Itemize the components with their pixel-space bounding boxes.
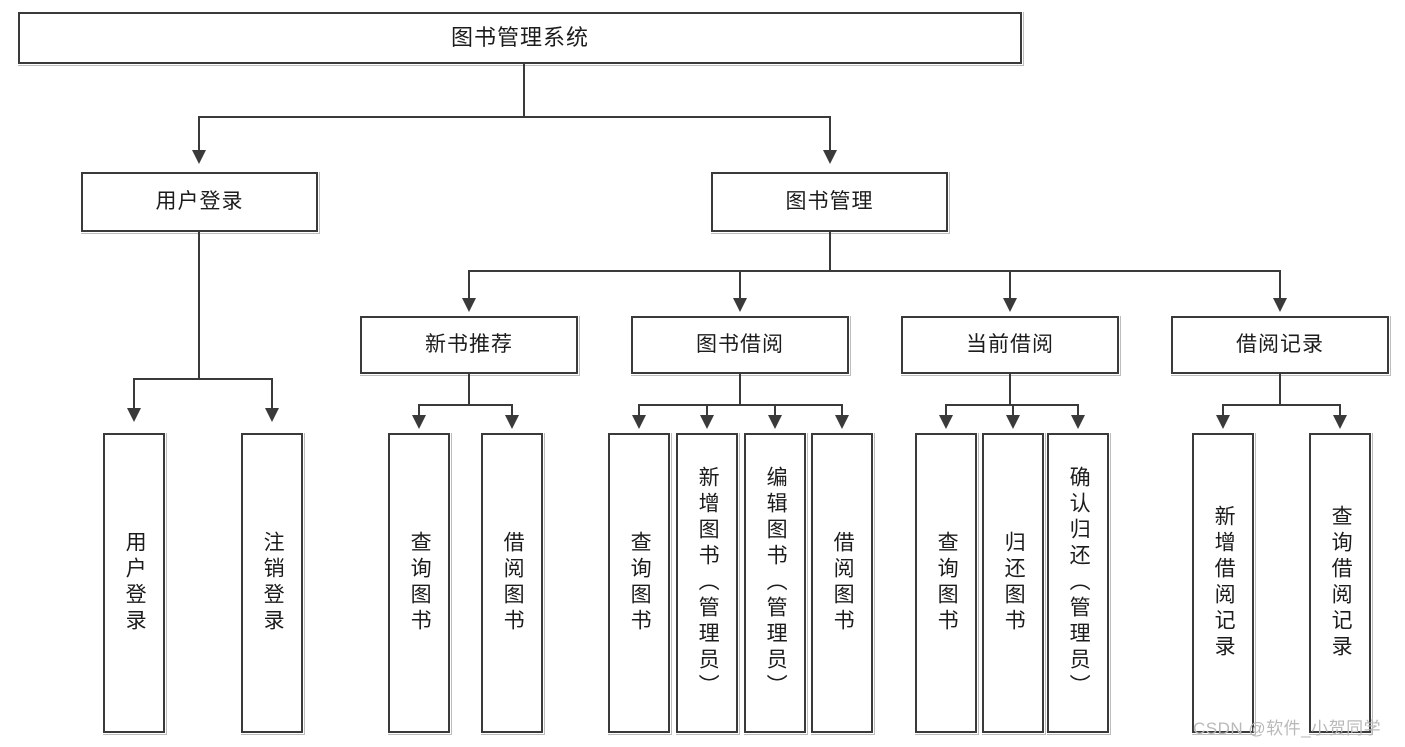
leaf-add-book-admin[interactable]: 新增图书（管理员） <box>676 433 738 733</box>
arrowhead-to-book-borrow <box>733 298 747 312</box>
node-label: 归还图书 <box>1002 531 1026 635</box>
connector-new-book-bar <box>418 404 512 406</box>
node-user-login[interactable]: 用户登录 <box>81 172 318 232</box>
leaf-query-book-borrow[interactable]: 查询图书 <box>608 433 670 733</box>
leaf-borrow-book-recommend[interactable]: 借阅图书 <box>481 433 543 733</box>
arrowhead-to-borrow-record <box>1273 298 1287 312</box>
connector-book-borrow-drop-2 <box>706 404 708 416</box>
leaf-query-book-recommend[interactable]: 查询图书 <box>388 433 450 733</box>
node-borrow-record[interactable]: 借阅记录 <box>1171 316 1389 374</box>
connector-borrow-record-drop-1 <box>1222 404 1224 416</box>
node-label: 用户登录 <box>123 531 147 635</box>
connector-book-mgmt-stem <box>829 232 831 272</box>
node-label: 新书推荐 <box>425 333 513 357</box>
node-label: 借阅图书 <box>501 531 525 635</box>
arrowhead-to-user-login <box>192 150 206 164</box>
connector-book-borrow-bar <box>638 404 843 406</box>
node-label: 图书借阅 <box>696 333 784 357</box>
arrowhead-leaf-borrow-book-2 <box>835 415 849 429</box>
connector-to-borrow-record <box>1279 270 1281 300</box>
arrowhead-to-book-mgmt <box>823 150 837 164</box>
leaf-add-borrow-record[interactable]: 新增借阅记录 <box>1192 433 1254 733</box>
leaf-confirm-return-admin[interactable]: 确认归还（管理员） <box>1047 433 1109 733</box>
node-label: 编辑图书（管理员） <box>764 466 788 700</box>
arrowhead-leaf-user-login <box>127 408 141 422</box>
node-label: 注销登录 <box>261 531 285 635</box>
node-label: 查询图书 <box>628 531 652 635</box>
node-label: 借阅记录 <box>1236 333 1324 357</box>
connector-borrow-record-bar <box>1222 404 1340 406</box>
connector-to-current-borrow <box>1009 270 1011 300</box>
node-label: 借阅图书 <box>831 531 855 635</box>
arrowhead-leaf-confirm-return <box>1071 415 1085 429</box>
connector-root-stem <box>523 64 525 116</box>
connector-root-branch-bar <box>198 116 831 118</box>
node-label: 确认归还（管理员） <box>1067 466 1091 700</box>
connector-user-login-bar <box>133 378 272 380</box>
connector-current-borrow-drop-3 <box>1077 404 1079 416</box>
connector-borrow-record-drop-2 <box>1339 404 1341 416</box>
connector-book-borrow-stem <box>739 374 741 406</box>
node-new-book-recommend[interactable]: 新书推荐 <box>360 316 578 374</box>
connector-current-borrow-stem <box>1009 374 1011 406</box>
connector-root-to-user-login <box>198 116 200 152</box>
arrowhead-leaf-add-book <box>700 415 714 429</box>
connector-current-borrow-drop-1 <box>945 404 947 416</box>
connector-user-login-drop-2 <box>271 378 273 410</box>
node-label: 图书管理 <box>785 190 874 214</box>
arrowhead-leaf-query-book-1 <box>412 415 426 429</box>
connector-user-login-stem <box>198 232 200 380</box>
node-label: 新增图书（管理员） <box>696 466 720 700</box>
arrowhead-to-new-book <box>462 298 476 312</box>
node-label: 图书管理系统 <box>450 24 589 50</box>
connector-book-mgmt-bar <box>468 270 1280 272</box>
connector-user-login-drop-1 <box>133 378 135 410</box>
leaf-logout[interactable]: 注销登录 <box>241 433 303 733</box>
leaf-query-book-current[interactable]: 查询图书 <box>915 433 977 733</box>
connector-new-book-drop-1 <box>418 404 420 416</box>
arrowhead-leaf-query-book-2 <box>632 415 646 429</box>
connector-to-book-borrow <box>739 270 741 300</box>
leaf-query-borrow-record[interactable]: 查询借阅记录 <box>1309 433 1371 733</box>
node-label: 当前借阅 <box>966 333 1054 357</box>
leaf-edit-book-admin[interactable]: 编辑图书（管理员） <box>744 433 806 733</box>
leaf-borrow-book[interactable]: 借阅图书 <box>811 433 873 733</box>
node-label: 查询图书 <box>935 531 959 635</box>
node-label: 查询借阅记录 <box>1329 505 1353 661</box>
arrowhead-leaf-borrow-book-1 <box>505 415 519 429</box>
arrowhead-leaf-return-book <box>1006 415 1020 429</box>
node-label: 用户登录 <box>155 190 244 214</box>
csdn-watermark: CSDN @软件_小贺同学 <box>1193 719 1382 738</box>
connector-root-to-book-mgmt <box>829 116 831 152</box>
connector-new-book-stem <box>468 374 470 406</box>
arrowhead-to-current-borrow <box>1003 298 1017 312</box>
node-root-system[interactable]: 图书管理系统 <box>18 12 1022 64</box>
leaf-user-login[interactable]: 用户登录 <box>103 433 165 733</box>
node-book-borrow[interactable]: 图书借阅 <box>631 316 849 374</box>
connector-borrow-record-stem <box>1279 374 1281 406</box>
connector-to-new-book <box>468 270 470 300</box>
arrowhead-leaf-edit-book <box>768 415 782 429</box>
connector-current-borrow-drop-2 <box>1012 404 1014 416</box>
node-book-management[interactable]: 图书管理 <box>711 172 948 232</box>
connector-book-borrow-drop-4 <box>841 404 843 416</box>
node-label: 查询图书 <box>408 531 432 635</box>
connector-book-borrow-drop-1 <box>638 404 640 416</box>
leaf-return-book[interactable]: 归还图书 <box>982 433 1044 733</box>
arrowhead-leaf-logout <box>265 408 279 422</box>
arrowhead-leaf-query-record <box>1333 415 1347 429</box>
node-current-borrow[interactable]: 当前借阅 <box>901 316 1119 374</box>
arrowhead-leaf-add-record <box>1216 415 1230 429</box>
arrowhead-leaf-query-book-3 <box>939 415 953 429</box>
connector-book-borrow-drop-3 <box>774 404 776 416</box>
connector-new-book-drop-2 <box>511 404 513 416</box>
node-label: 新增借阅记录 <box>1212 505 1236 661</box>
